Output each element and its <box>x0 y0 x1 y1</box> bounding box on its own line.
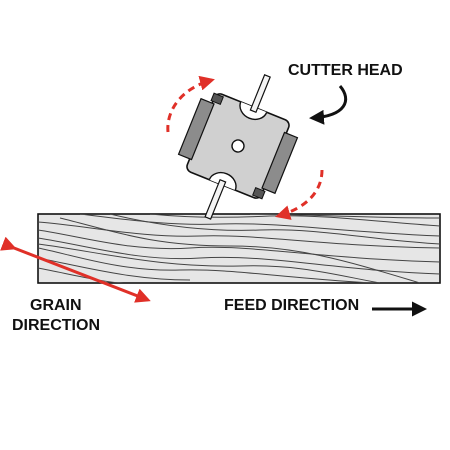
feed-direction-label: FEED DIRECTION <box>224 297 360 314</box>
top-knife <box>249 74 271 114</box>
cutter-head-label: CUTTER HEAD <box>288 62 403 79</box>
bottom-knife <box>204 178 227 220</box>
cutter-leader-arrow-icon <box>309 85 348 125</box>
rotation-arrow-bottom-icon <box>275 169 324 220</box>
left-gib <box>177 97 215 161</box>
right-gib <box>261 131 299 195</box>
direction-label: DIRECTION <box>12 317 100 334</box>
grain-label: GRAIN <box>30 297 82 314</box>
shaft-hole <box>231 139 245 153</box>
grain-direction-arrow-icon <box>0 236 151 303</box>
rotation-arrow-top-icon <box>166 75 215 133</box>
cutter-head <box>177 74 299 220</box>
wood-board <box>37 213 441 284</box>
